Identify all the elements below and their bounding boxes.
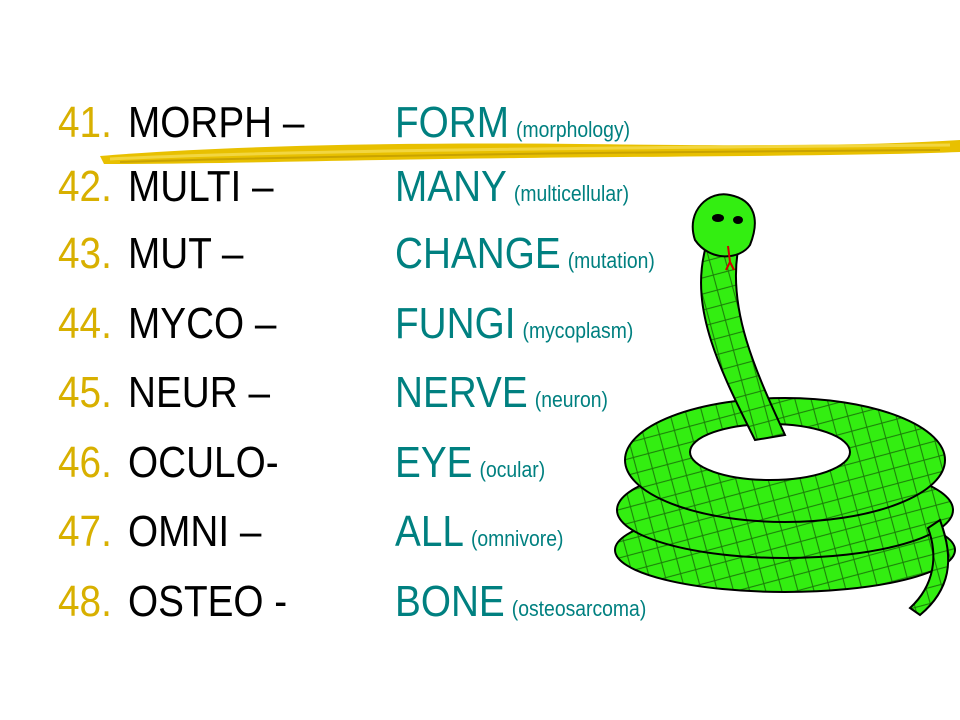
item-number: 45.: [58, 368, 112, 417]
example-word: (ocular): [479, 457, 546, 482]
meaning-word: FORM: [395, 98, 509, 147]
root-term: NEUR –: [128, 368, 271, 417]
list-item: 46. OCULO- EYE(ocular): [0, 433, 960, 493]
meaning-word: ALL: [395, 507, 464, 556]
meaning: FUNGI(mycoplasm): [395, 294, 666, 364]
meaning: CHANGE(mutation): [395, 224, 690, 294]
list-item: 47. OMNI – ALL(omnivore): [0, 502, 960, 562]
item-number: 43.: [58, 229, 112, 278]
root-term: MULTI –: [128, 162, 274, 211]
snake-icon: [614, 193, 956, 617]
root-term: OMNI –: [128, 507, 262, 556]
list-item: 48. OSTEO - BONE(osteosarcoma): [0, 572, 960, 632]
list-item: 45. NEUR – NERVE(neuron): [0, 363, 960, 423]
yellow-brush-underline: [100, 140, 960, 164]
meaning-word: BONE: [395, 577, 505, 626]
item-number: 48.: [58, 577, 112, 626]
example-word: (morphology): [516, 117, 631, 142]
item-number: 41.: [58, 98, 112, 147]
meaning-word: FUNGI: [395, 299, 516, 348]
example-word: (mutation): [567, 248, 655, 273]
example-word: (mycoplasm): [522, 318, 634, 343]
meaning: MANY(multicellular): [395, 157, 661, 227]
item-number: 46.: [58, 438, 112, 487]
meaning: FORM (morphology): [395, 93, 662, 163]
root-term: MORPH –: [128, 98, 305, 147]
list-item: 43. MUT – CHANGE(mutation): [0, 224, 960, 284]
example-word: (multicellular): [513, 181, 630, 206]
list-item: 42. MULTI – MANY(multicellular): [0, 157, 960, 217]
root-term: MYCO –: [128, 299, 277, 348]
example-word: (osteosarcoma): [511, 596, 647, 621]
meaning-word: CHANGE: [395, 229, 561, 278]
item-number: 47.: [58, 507, 112, 556]
list-item: 41. MORPH – FORM (morphology): [0, 93, 960, 153]
meaning: EYE(ocular): [395, 433, 566, 503]
meaning-word: NERVE: [395, 368, 528, 417]
meaning-word: MANY: [395, 162, 507, 211]
root-term: OSTEO -: [128, 577, 288, 626]
meaning-word: EYE: [395, 438, 473, 487]
meaning: NERVE(neuron): [395, 363, 637, 433]
example-word: (omnivore): [470, 526, 564, 551]
meaning: ALL(omnivore): [395, 502, 586, 572]
list-item: 44. MYCO – FUNGI(mycoplasm): [0, 294, 960, 354]
example-word: (neuron): [534, 387, 608, 412]
root-term: MUT –: [128, 229, 244, 278]
item-number: 42.: [58, 162, 112, 211]
meaning: BONE(osteosarcoma): [395, 572, 681, 642]
item-number: 44.: [58, 299, 112, 348]
root-term: OCULO-: [128, 438, 279, 487]
